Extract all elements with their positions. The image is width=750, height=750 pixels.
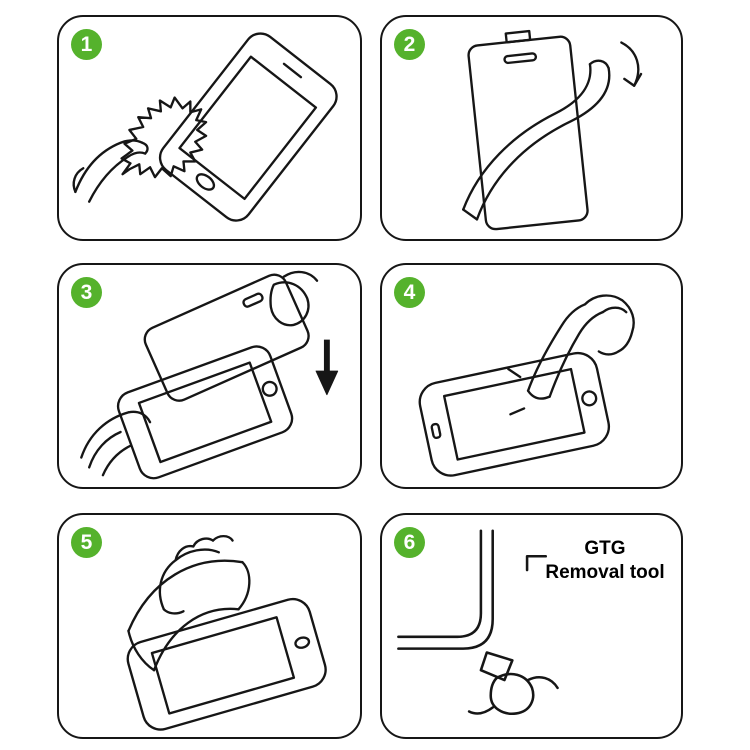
glass-protector xyxy=(143,273,310,402)
wipe-screen-illustration xyxy=(72,32,338,222)
step-number: 4 xyxy=(403,280,416,304)
earpiece xyxy=(430,422,442,440)
phone-screen xyxy=(150,616,296,715)
phone xyxy=(126,597,327,731)
protector-outline xyxy=(143,273,310,402)
step-number: 5 xyxy=(80,530,93,554)
home-button xyxy=(261,380,278,397)
label-leader-line xyxy=(525,554,548,572)
right-hand xyxy=(269,270,319,327)
removal-tool-label-line2: Removal tool xyxy=(545,561,665,583)
phone-screen xyxy=(442,367,586,461)
smooth-film-illustration xyxy=(126,534,327,731)
step-panel-5: 5 xyxy=(57,513,362,739)
home-button xyxy=(195,173,216,191)
cleaning-cloth xyxy=(120,96,208,179)
step-number: 1 xyxy=(80,32,93,56)
phone xyxy=(116,345,294,480)
peel-film-illustration xyxy=(462,29,643,231)
removal-tool-label-line1: GTG xyxy=(584,538,626,559)
removal-tool xyxy=(479,651,514,682)
step-panel-6: 6 GTG Removal tool xyxy=(380,513,683,739)
step-badge: 5 xyxy=(71,527,102,558)
phone-body xyxy=(126,597,327,731)
phone-corner xyxy=(397,529,494,650)
hand xyxy=(467,672,559,715)
step-panel-3: 3 xyxy=(57,263,362,489)
phone-body xyxy=(418,351,611,477)
step-badge: 2 xyxy=(394,29,425,60)
step-panel-1: 1 xyxy=(57,15,362,241)
peel-direction-arrow xyxy=(620,41,643,87)
hand xyxy=(72,139,149,203)
step-panel-2: 2 xyxy=(380,15,683,241)
step-number: 2 xyxy=(403,32,416,56)
hand xyxy=(158,534,234,615)
step-badge: 3 xyxy=(71,277,102,308)
phone xyxy=(158,32,338,222)
align-glass-illustration xyxy=(80,270,339,480)
step-panel-4: 4 xyxy=(380,263,683,489)
phone-screen xyxy=(137,361,273,464)
left-hand xyxy=(80,410,152,477)
home-button xyxy=(581,390,598,407)
pressing-finger xyxy=(526,294,635,400)
press-center-illustration xyxy=(418,294,635,477)
phone-body xyxy=(116,345,294,480)
down-arrow xyxy=(315,339,339,396)
removal-tool-label: GTG Removal tool xyxy=(530,537,680,585)
earpiece xyxy=(282,62,303,79)
removal-tool-illustration xyxy=(397,529,559,715)
pull-tab xyxy=(504,29,532,44)
phone-screen xyxy=(178,55,318,201)
step-number: 3 xyxy=(80,280,93,304)
step-badge: 6 xyxy=(394,527,425,558)
phone xyxy=(418,351,611,477)
speaker-cutout xyxy=(242,292,264,308)
step-badge: 1 xyxy=(71,29,102,60)
glass-protector xyxy=(467,29,589,231)
home-button xyxy=(294,636,311,649)
phone-body xyxy=(158,32,338,222)
press-marks xyxy=(507,367,526,416)
peeling-film xyxy=(462,59,611,221)
smoothing-card xyxy=(127,559,251,672)
step-badge: 4 xyxy=(394,277,425,308)
speaker-cutout xyxy=(503,52,538,65)
step-number: 6 xyxy=(403,530,416,554)
